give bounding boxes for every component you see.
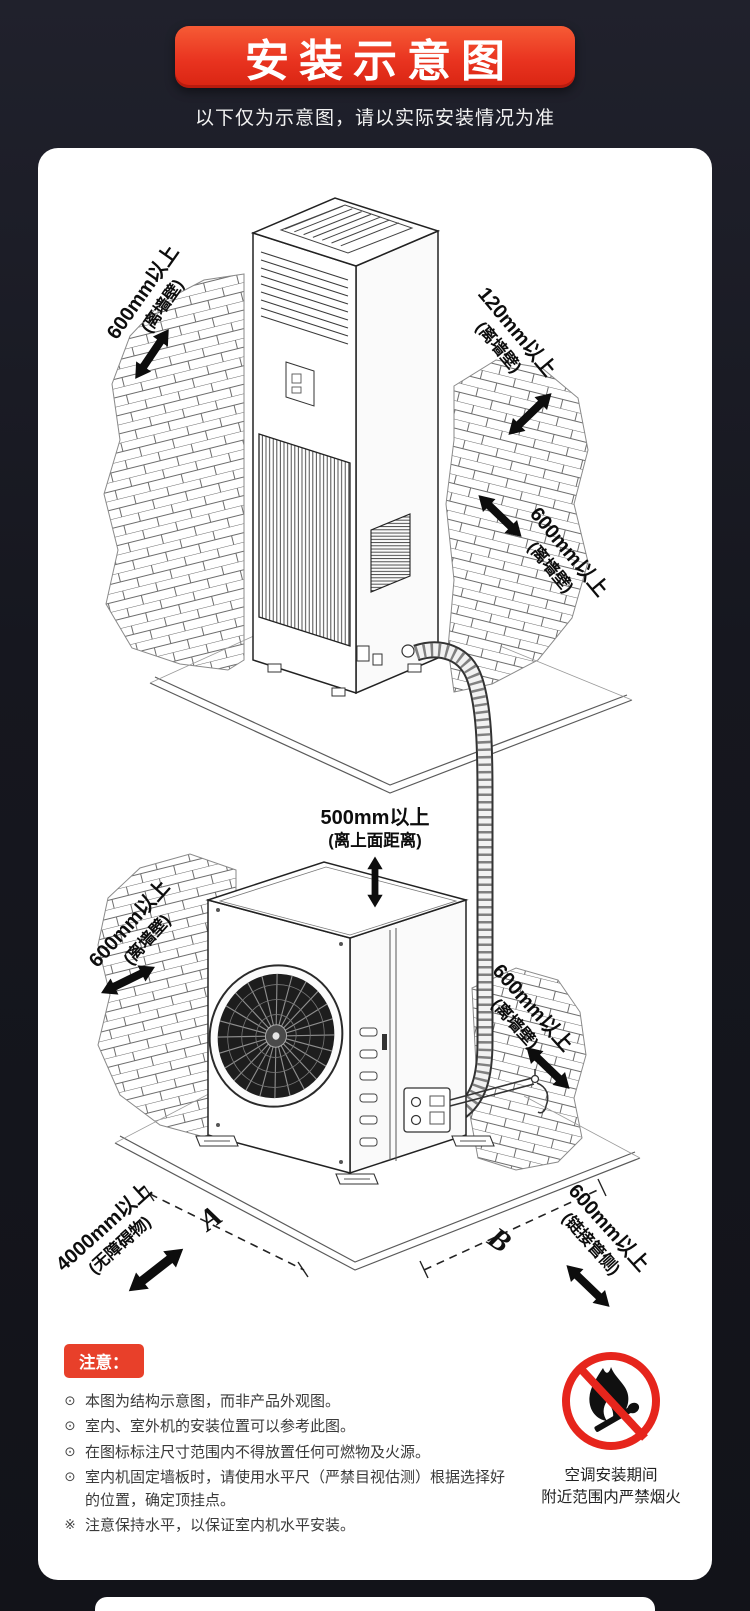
indoor-unit-drawing: [250, 197, 441, 697]
label-outdoor-top-clearance: 500mm以上 (离上面距离): [321, 806, 430, 850]
refrigerant-pipes: [449, 1069, 549, 1114]
note-item: ⊙ 本图为结构示意图，而非产品外观图。: [62, 1390, 510, 1413]
fire-warning: 空调安装期间 附近范围内严禁烟火: [535, 1346, 687, 1510]
section-title-banner: 安装示意图: [175, 26, 575, 88]
note-item: ※ 注意保持水平，以保证室内机水平安装。: [62, 1514, 510, 1537]
next-section-peek: [95, 1597, 655, 1611]
fire-warning-text: 空调安装期间 附近范围内严禁烟火: [541, 1467, 681, 1507]
svg-text:500mm以上: 500mm以上: [321, 806, 430, 829]
bullet-icon: ⊙: [64, 1418, 76, 1434]
floor-indoor: [149, 624, 633, 794]
note-item: ⊙ 在图标标注尺寸范围内不得放置任何可燃物及火源。: [62, 1441, 510, 1464]
note-text: 室内机固定墙板时，请使用水平尺（严禁目视估测）根据选择好的位置，确定顶挂点。: [85, 1468, 506, 1509]
note-badge: 注意：: [64, 1344, 144, 1378]
note-list: ⊙ 本图为结构示意图，而非产品外观图。 ⊙ 室内、室外机的安装位置可以参考此图。…: [62, 1388, 510, 1540]
label-dimension-b: B: [481, 1220, 517, 1259]
diagram-card: 600mm以上 (离墙壁) 120mm以上 (离墙壁) 600mm以上 (离墙壁…: [38, 148, 712, 1580]
note-item: ⊙ 室内、室外机的安装位置可以参考此图。: [62, 1415, 510, 1438]
installation-diagram: 600mm以上 (离墙壁) 120mm以上 (离墙壁) 600mm以上 (离墙壁…: [51, 197, 654, 1314]
reference-mark-icon: ※: [64, 1517, 76, 1533]
dimension-line-b: [419, 1178, 607, 1279]
page-title: 安装示意图: [245, 37, 515, 86]
no-fire-icon: [562, 1352, 660, 1450]
note-text: 室内、室外机的安装位置可以参考此图。: [85, 1418, 356, 1436]
label-dimension-a: A: [191, 1199, 228, 1239]
bullet-icon: ⊙: [64, 1443, 76, 1459]
dimension-line-a: [143, 1185, 309, 1278]
svg-text:(离上面距离): (离上面距离): [328, 830, 422, 850]
outdoor-unit-drawing: [195, 861, 549, 1185]
label-pipe-side-clearance: 600mm以上 (链接管侧): [558, 1179, 654, 1278]
bullet-icon: ⊙: [64, 1393, 76, 1408]
connection-pipe: [413, 641, 494, 1133]
double-arrow-icon: [122, 1240, 190, 1300]
floor-outdoor: [114, 1085, 641, 1271]
bullet-icon: ⊙: [64, 1468, 76, 1484]
fan-grille: [208, 964, 344, 1108]
note-item: ⊙ 室内机固定墙板时，请使用水平尺（严禁目视估测）根据选择好的位置，确定顶挂点。: [62, 1466, 510, 1513]
note-text: 在图标标注尺寸范围内不得放置任何可燃物及火源。: [85, 1443, 431, 1461]
note-text: 本图为结构示意图，而非产品外观图。: [85, 1393, 341, 1410]
note-text: 注意保持水平，以保证室内机水平安装。: [85, 1517, 356, 1535]
page-subtitle: 以下仅为示意图，请以实际安装情况为准: [194, 108, 555, 129]
